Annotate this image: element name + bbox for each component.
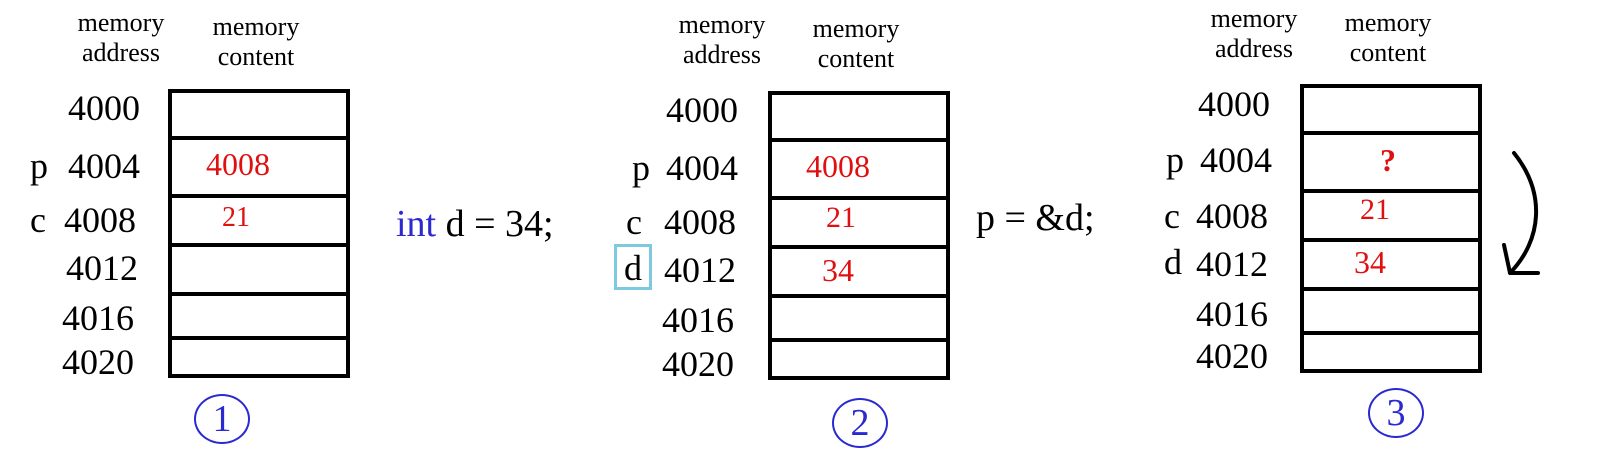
address-4012: 4012 [664,250,736,290]
address-4008: 4008 [1196,196,1268,236]
code-statement-2: p = &d; [976,196,1095,240]
memory-cell [1304,291,1478,335]
header-line: address [683,40,761,69]
var-label-p: p [30,146,48,186]
header-line: address [82,38,160,67]
header-memory-address: memory address [666,10,778,70]
curved-arrow-icon [1502,151,1540,275]
memory-cell [172,296,346,340]
address-4020: 4020 [662,344,734,384]
memory-cell [1304,193,1478,242]
memory-cell [772,142,946,200]
address-4004: 4004 [68,146,140,186]
address-4004: 4004 [1200,140,1272,180]
memory-cell [172,140,346,198]
var-label-c: c [1164,196,1180,236]
address-4020: 4020 [62,342,134,382]
memory-cell [772,200,946,249]
cell-value: 34 [822,252,854,288]
cell-value: 21 [1360,193,1390,226]
step-number-2: 2 [832,398,888,448]
memory-cell [1304,88,1478,135]
address-4004: 4004 [666,148,738,188]
code-text: p = &d; [976,197,1095,239]
header-memory-address: memory address [66,8,176,68]
memory-cell [1304,135,1478,193]
header-line: memory [77,8,165,37]
var-label-c: c [626,202,642,242]
header-memory-content: memory content [1328,8,1448,68]
header-line: memory [212,12,300,41]
address-4016: 4016 [662,300,734,340]
cell-value: 4008 [206,146,270,182]
memory-column [168,89,350,378]
header-line: memory [1344,8,1432,37]
header-line: memory [812,14,900,43]
header-line: content [1349,38,1427,67]
header-line: memory [678,10,766,39]
address-4000: 4000 [68,88,140,128]
var-label-p: p [632,148,650,188]
highlight-box [614,244,652,290]
code-text: d = 34; [436,203,554,245]
address-4000: 4000 [1198,84,1270,124]
memory-panel-3: memory address memory content p c d 4000… [1134,0,1554,467]
var-label-p: p [1166,140,1184,180]
memory-cell [772,249,946,298]
header-line: content [217,42,295,71]
memory-column [768,91,950,380]
header-memory-content: memory content [196,12,316,72]
header-memory-content: memory content [796,14,916,74]
header-line: memory [1210,4,1298,33]
step-number-3: 3 [1368,388,1424,438]
address-4000: 4000 [666,90,738,130]
cell-value: 21 [222,202,250,233]
var-label-c: c [30,200,46,240]
code-statement-1: int d = 34; [396,202,554,246]
memory-cell [772,95,946,142]
address-4016: 4016 [1196,294,1268,334]
cell-value: 21 [826,201,856,234]
memory-cell [172,93,346,140]
memory-panel-2: memory address memory content p c d 4000… [600,0,980,467]
header-line: address [1215,34,1293,63]
header-memory-address: memory address [1198,4,1310,64]
memory-cell [172,198,346,247]
var-label-d: d [624,248,642,288]
address-4012: 4012 [1196,244,1268,284]
code-keyword: int [396,203,437,245]
cell-value: ? [1380,142,1396,178]
memory-panel-1: memory address memory content p c 4000 4… [0,0,380,467]
cell-value: 4008 [806,148,870,184]
address-4016: 4016 [62,298,134,338]
memory-cell [1304,242,1478,291]
memory-cell [772,298,946,342]
address-4020: 4020 [1196,336,1268,376]
cell-value: 34 [1354,244,1386,280]
address-4012: 4012 [66,248,138,288]
address-4008: 4008 [64,200,136,240]
step-number-1: 1 [194,394,250,444]
memory-cell [172,247,346,296]
address-4008: 4008 [664,202,736,242]
var-label-d: d [1164,242,1182,282]
header-line: content [817,44,895,73]
memory-column [1300,84,1482,373]
